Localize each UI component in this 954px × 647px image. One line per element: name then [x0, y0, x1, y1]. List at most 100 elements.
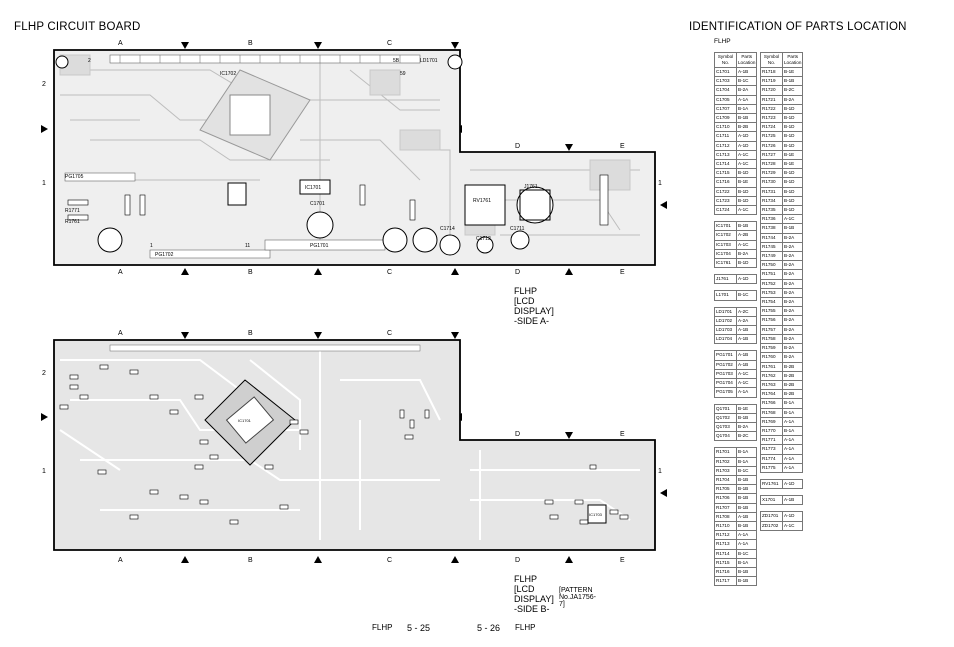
part-location — [737, 284, 757, 291]
part-symbol: R1749 — [760, 251, 783, 262]
part-location: A-2B — [735, 230, 758, 241]
part-location: B-1D — [781, 195, 804, 207]
part-location: B-2C — [735, 431, 758, 442]
divider-arrow-icon — [451, 42, 459, 49]
part-location: B-2A — [735, 85, 758, 96]
part-location: B-1B — [735, 520, 758, 532]
grid-col-d-bottom-b: D — [515, 557, 521, 564]
part-symbol: LD1703 — [714, 325, 737, 336]
part-symbol: R1768 — [760, 407, 783, 418]
right-title: IDENTIFICATION OF PARTS LOCATION — [689, 21, 907, 33]
grid-col-b-top-b: B — [248, 330, 253, 337]
divider-arrow-icon — [314, 556, 322, 563]
label-r1771: R1761 — [65, 219, 80, 225]
row-arrow-icon — [660, 489, 667, 497]
part-symbol: R1755 — [760, 306, 783, 317]
part-location: A-2A — [735, 315, 758, 327]
part-symbol: C1705 — [714, 94, 737, 105]
divider-arrow-icon — [565, 144, 573, 151]
part-location: A-1D — [735, 131, 758, 142]
part-symbol: R1758 — [760, 333, 783, 345]
part-location: B-2A — [781, 260, 804, 271]
part-symbol: R1721 — [760, 94, 783, 105]
part-location: B-2B — [781, 361, 804, 372]
part-location: B-1D — [781, 177, 804, 188]
grid-col-a-bottom-b: A — [118, 557, 123, 564]
divider-arrow-icon — [451, 556, 459, 563]
grid-row-1-left: 1 — [42, 180, 46, 187]
grid-row-1-right: 1 — [658, 180, 662, 187]
table-row — [761, 505, 803, 512]
part-location: A-1A — [735, 539, 758, 550]
part-location — [783, 505, 803, 512]
grid-col-a-top-b: A — [118, 330, 123, 337]
part-symbol: IC1701 — [714, 221, 737, 232]
part-symbol: R1708 — [714, 511, 737, 522]
part-location — [783, 472, 803, 479]
part-location: B-1E — [781, 66, 804, 78]
part-symbol: R1751 — [760, 269, 783, 280]
part-symbol: Q1703 — [714, 421, 737, 433]
part-location: B-1D — [781, 122, 804, 133]
part-location: B-1D — [735, 258, 758, 269]
table-row — [715, 441, 757, 448]
part-location: B-1B — [781, 76, 804, 87]
label-rv1761: RV1761 — [473, 198, 491, 204]
part-symbol: R1710 — [714, 520, 737, 532]
side-b-title: FLHP [LCD DISPLAY] -SIDE B- — [514, 574, 554, 614]
part-symbol: R1726 — [760, 140, 783, 151]
part-symbol: C1711 — [714, 131, 737, 142]
divider-arrow-icon — [314, 268, 322, 275]
part-location: B-1E — [781, 159, 804, 170]
grid-col-b-top: B — [248, 40, 253, 47]
part-location: B-1E — [735, 403, 758, 414]
part-location: B-2A — [735, 248, 758, 260]
part-location: B-2A — [781, 232, 804, 243]
part-symbol: C1722 — [714, 186, 737, 197]
part-symbol: R1703 — [714, 465, 737, 476]
part-symbol: C1723 — [714, 195, 737, 207]
part-symbol: R1705 — [714, 484, 737, 495]
part-location: A-1C — [781, 214, 804, 225]
part-location — [737, 397, 757, 404]
part-location: B-1D — [781, 140, 804, 151]
part-location: A-1D — [781, 478, 804, 490]
part-location: A-1B — [735, 325, 758, 336]
part-symbol: R1724 — [760, 122, 783, 133]
footer-left-label: FLHP — [372, 623, 393, 632]
part-location: B-1A — [735, 456, 758, 467]
part-symbol: R1719 — [760, 76, 783, 87]
divider-arrow-icon — [181, 42, 189, 49]
part-location: B-1E — [735, 177, 758, 188]
part-symbol: R1756 — [760, 315, 783, 326]
part-symbol: R1701 — [714, 447, 737, 458]
part-symbol: Q1704 — [714, 431, 737, 442]
part-symbol: R1728 — [760, 159, 783, 170]
label-r1701: 2 — [88, 58, 91, 64]
label-ic1701-b: IC1701 — [238, 418, 252, 423]
part-location: B-1A — [735, 447, 758, 458]
part-symbol: C1716 — [714, 177, 737, 188]
part-location: A-2C — [735, 306, 758, 317]
svg-text:59: 59 — [400, 71, 406, 77]
label-c1712: C1712 — [476, 236, 491, 242]
